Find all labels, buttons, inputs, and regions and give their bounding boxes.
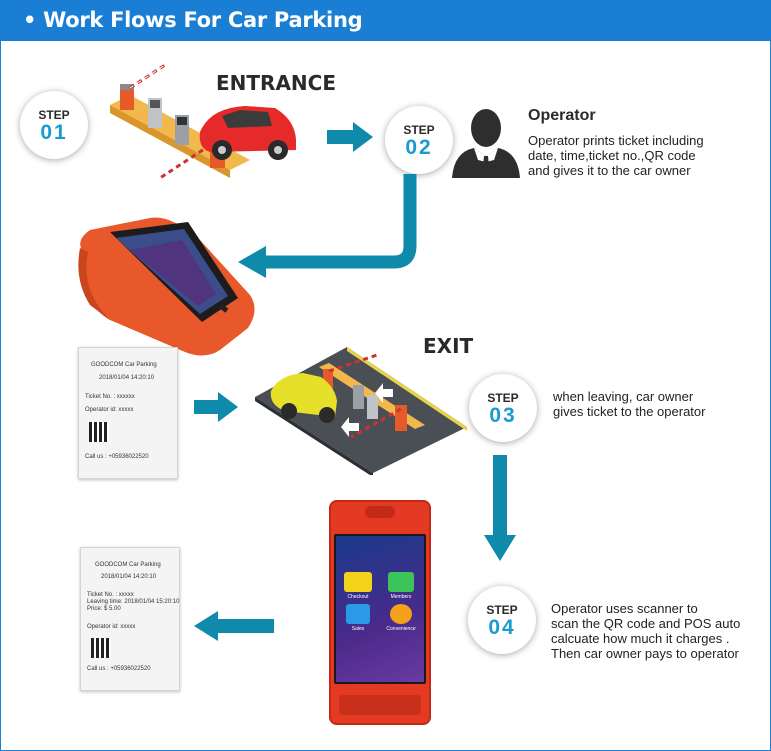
description-line: gives ticket to the operator: [553, 404, 706, 419]
step-03-badge: STEP 03: [469, 374, 537, 442]
arrow-left-icon: [194, 611, 274, 641]
ticket-call: Call us : +05936022520: [87, 666, 151, 672]
arrow-down-icon: [484, 455, 516, 561]
app-tile-checkout[interactable]: [344, 572, 372, 592]
ticket-number: Ticket No. : xxxxxx: [85, 394, 135, 400]
qr-code-icon: [91, 638, 111, 658]
pos-terminal-screen: Checkout Members Sales Convenience: [329, 500, 431, 725]
description-line: and gives it to the car owner: [528, 163, 691, 178]
ticket-title: GOODCOM Car Parking: [95, 562, 161, 568]
app-tile-members[interactable]: [388, 572, 414, 592]
step-01-badge: STEP 01: [20, 91, 88, 159]
app-label: Sales: [351, 626, 365, 632]
operator-name: Operator: [528, 107, 596, 124]
step-number: 03: [489, 404, 517, 427]
app-label: Convenience: [386, 626, 416, 632]
description-line: calcuate how much it charges .: [551, 631, 730, 646]
app-label: Members: [390, 594, 412, 600]
exit-title: EXIT: [423, 334, 474, 358]
app-label: Checkout: [347, 594, 369, 600]
operator-description: Operator prints ticket including date, t…: [528, 133, 704, 178]
description-line: date, time,ticket no.,QR code: [528, 148, 696, 163]
header-bar: • Work Flows For Car Parking: [1, 1, 770, 41]
entrance-title: ENTRANCE: [216, 71, 336, 95]
ticket-operator: Operator id: xxxxx: [85, 407, 134, 413]
description-line: Then car owner pays to operator: [551, 646, 739, 661]
description-line: Operator uses scanner to: [551, 601, 698, 616]
operator-avatar-icon: [452, 109, 520, 178]
ticket-call: Call us : +05936022520: [85, 454, 149, 460]
ticket-title: GOODCOM Car Parking: [91, 362, 157, 368]
description-line: scan the QR code and POS auto: [551, 616, 741, 631]
header-title: • Work Flows For Car Parking: [23, 8, 363, 32]
step-number: 01: [40, 121, 68, 144]
ticket-operator: Operator id: xxxxx: [87, 624, 136, 630]
paid-ticket: GOODCOM Car Parking 2018/01/04 14:20:10 …: [80, 547, 180, 691]
qr-code-icon: [89, 422, 109, 442]
ticket-leaving: Leaving time: 2018/01/04 15:20:10: [87, 599, 180, 605]
description-line: when leaving, car owner: [553, 389, 694, 404]
ticket-datetime: 2018/01/04 14:20:10: [101, 574, 157, 580]
step-label: STEP: [486, 603, 518, 617]
step-label: STEP: [38, 108, 70, 122]
app-tile-sales[interactable]: [346, 604, 370, 624]
exit-gate-illustration: [255, 347, 467, 475]
step-number: 02: [405, 136, 433, 159]
nfc-icon: [365, 506, 395, 518]
step-label: STEP: [487, 391, 519, 405]
arrow-right-icon: [194, 392, 238, 422]
connector-arrow-icon: [238, 174, 417, 278]
ticket-datetime: 2018/01/04 14:20:10: [99, 375, 155, 381]
description-line: Operator prints ticket including: [528, 133, 704, 148]
ticket-number: Ticket No. : xxxxx: [87, 592, 134, 598]
step-04-description: Operator uses scanner to scan the QR cod…: [551, 601, 740, 661]
handheld-pos-terminal: [78, 217, 255, 356]
step-04-badge: STEP 04: [468, 586, 536, 654]
step-02-badge: STEP 02: [385, 106, 453, 174]
step-03-description: when leaving, car owner gives ticket to …: [553, 389, 705, 419]
screen: Checkout Members Sales Convenience: [334, 534, 426, 684]
parking-ticket: GOODCOM Car Parking 2018/01/04 14:20:10 …: [78, 347, 178, 479]
bottom-bar: [339, 695, 421, 715]
ticket-price: Price: $ 5.00: [87, 606, 121, 612]
entrance-gate-illustration: [110, 63, 296, 180]
app-tile-convenience[interactable]: [390, 604, 412, 624]
step-number: 04: [488, 616, 516, 639]
step-label: STEP: [403, 123, 435, 137]
arrow-right-icon: [327, 122, 373, 152]
